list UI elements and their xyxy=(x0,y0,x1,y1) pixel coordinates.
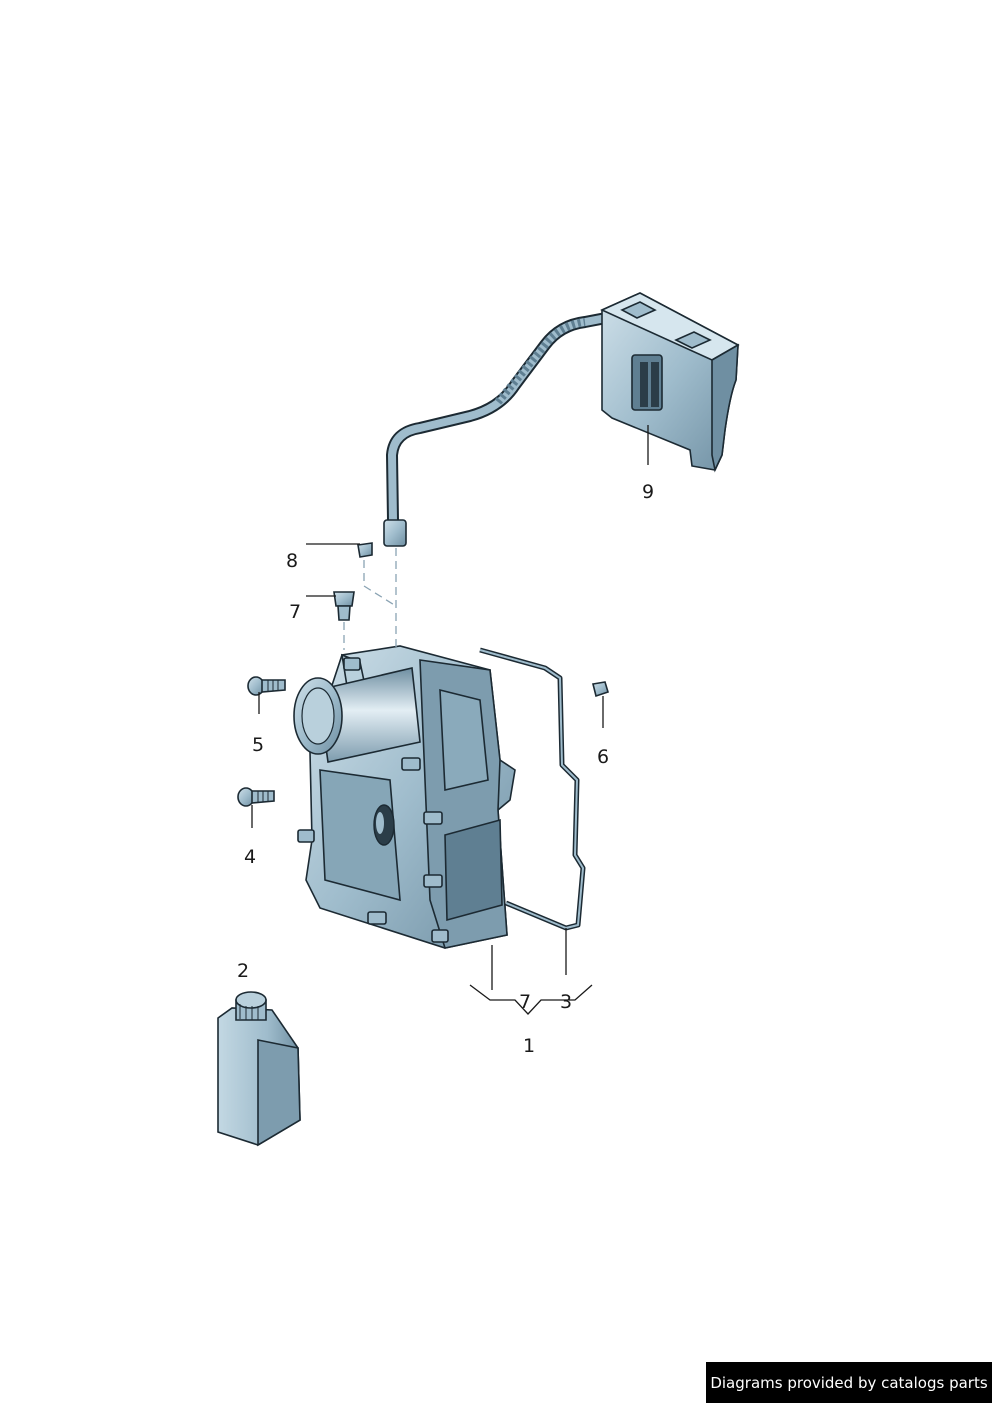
gasket-part-3 xyxy=(479,647,586,931)
callout-3: 3 xyxy=(560,991,572,1013)
callout-6: 6 xyxy=(597,746,609,768)
assembly-lines xyxy=(343,548,397,650)
credit-banner: Diagrams provided by catalogs parts xyxy=(706,1362,992,1403)
control-unit-part-9 xyxy=(383,292,740,547)
callout-4: 4 xyxy=(244,846,256,868)
oil-bottle-part-2 xyxy=(217,991,301,1147)
callout-1: 1 xyxy=(523,1035,535,1057)
callout-7-top: 7 xyxy=(289,601,301,623)
callout-8: 8 xyxy=(286,550,298,572)
credit-text: Diagrams provided by catalogs parts xyxy=(710,1373,988,1392)
callout-9: 9 xyxy=(642,481,654,503)
callout-labels: 9 8 7 5 6 4 2 7 3 1 xyxy=(237,481,654,1057)
callout-7-bottom: 7 xyxy=(519,991,531,1013)
plug-part-6 xyxy=(592,681,609,698)
callout-2: 2 xyxy=(237,960,249,982)
bolt-part-4 xyxy=(237,787,275,807)
mechatronic-unit-part-1 xyxy=(293,645,516,949)
callout-5: 5 xyxy=(252,734,264,756)
bolt-part-7 xyxy=(333,591,355,621)
bolt-part-5 xyxy=(247,676,286,696)
leader-lines xyxy=(251,425,649,1015)
plug-part-8 xyxy=(357,542,373,558)
